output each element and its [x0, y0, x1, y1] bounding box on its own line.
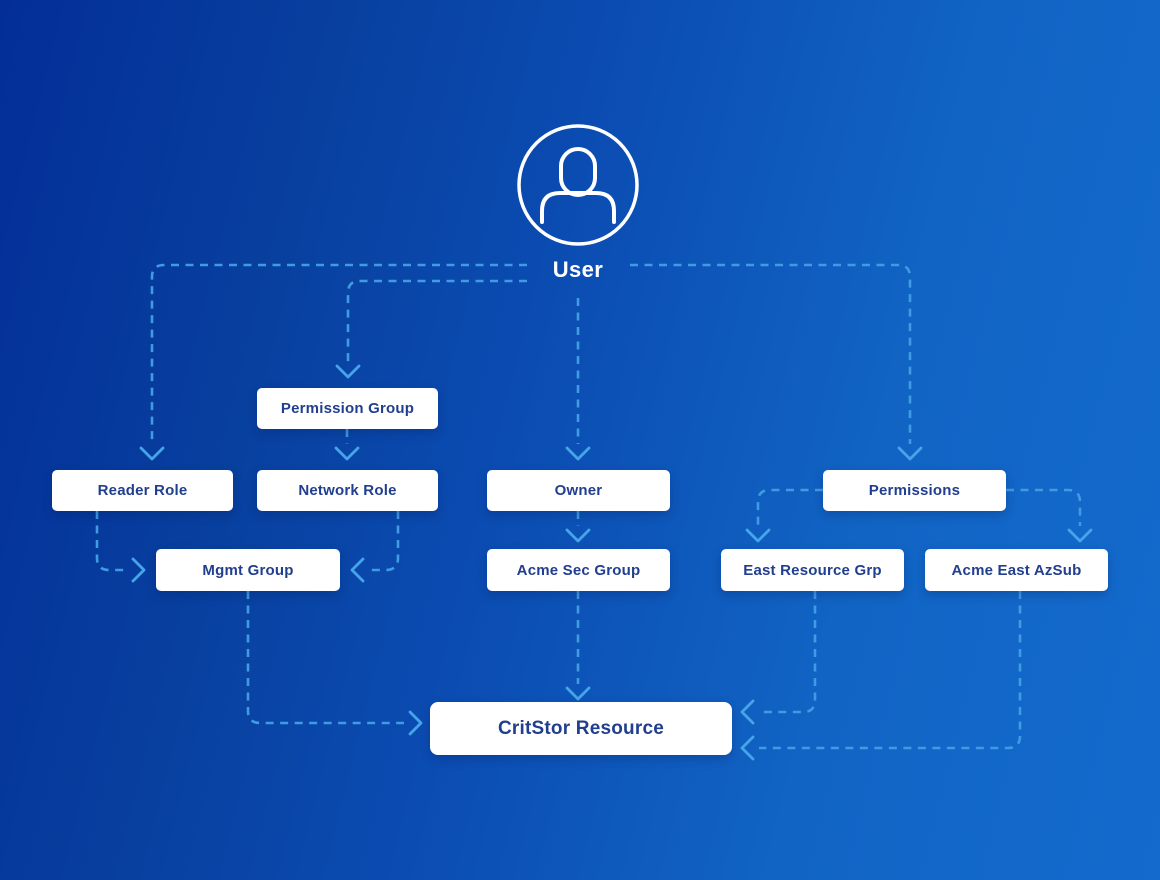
connector-east-resource-grp-to-critstor [740, 591, 817, 725]
connector-user-to-permissions [630, 263, 923, 461]
connector-user-to-owner [565, 298, 591, 461]
connector-permission-group-to-network-role [334, 429, 360, 461]
node-acme-east-azsub: Acme East AzSub [925, 549, 1108, 591]
connector-permissions-to-acme-east-azsub [1006, 488, 1093, 543]
connector-reader-role-to-mgmt-group [95, 511, 146, 583]
connector-permissions-to-east-resource-grp [745, 488, 823, 543]
connector-acme-sec-group-to-critstor [565, 591, 591, 701]
node-permission-group: Permission Group [257, 388, 438, 429]
user-icon [517, 124, 639, 246]
connector-owner-to-acme-sec-group [565, 511, 591, 543]
connector-user-to-reader-role [139, 263, 527, 461]
node-mgmt-group: Mgmt Group [156, 549, 340, 591]
node-owner: Owner [487, 470, 670, 511]
node-acme-sec-group: Acme Sec Group [487, 549, 670, 591]
connector-network-role-to-mgmt-group [350, 511, 400, 583]
node-network-role: Network Role [257, 470, 438, 511]
connector-user-to-permission-group [335, 279, 527, 379]
connector-mgmt-group-to-critstor [246, 591, 423, 736]
connector-acme-east-azsub-to-critstor [740, 591, 1022, 761]
node-user-label: User [552, 257, 604, 282]
node-permissions: Permissions [823, 470, 1006, 511]
node-reader-role: Reader Role [52, 470, 233, 511]
node-east-resource-grp: East Resource Grp [721, 549, 904, 591]
node-critstor-resource: CritStor Resource [430, 702, 732, 755]
